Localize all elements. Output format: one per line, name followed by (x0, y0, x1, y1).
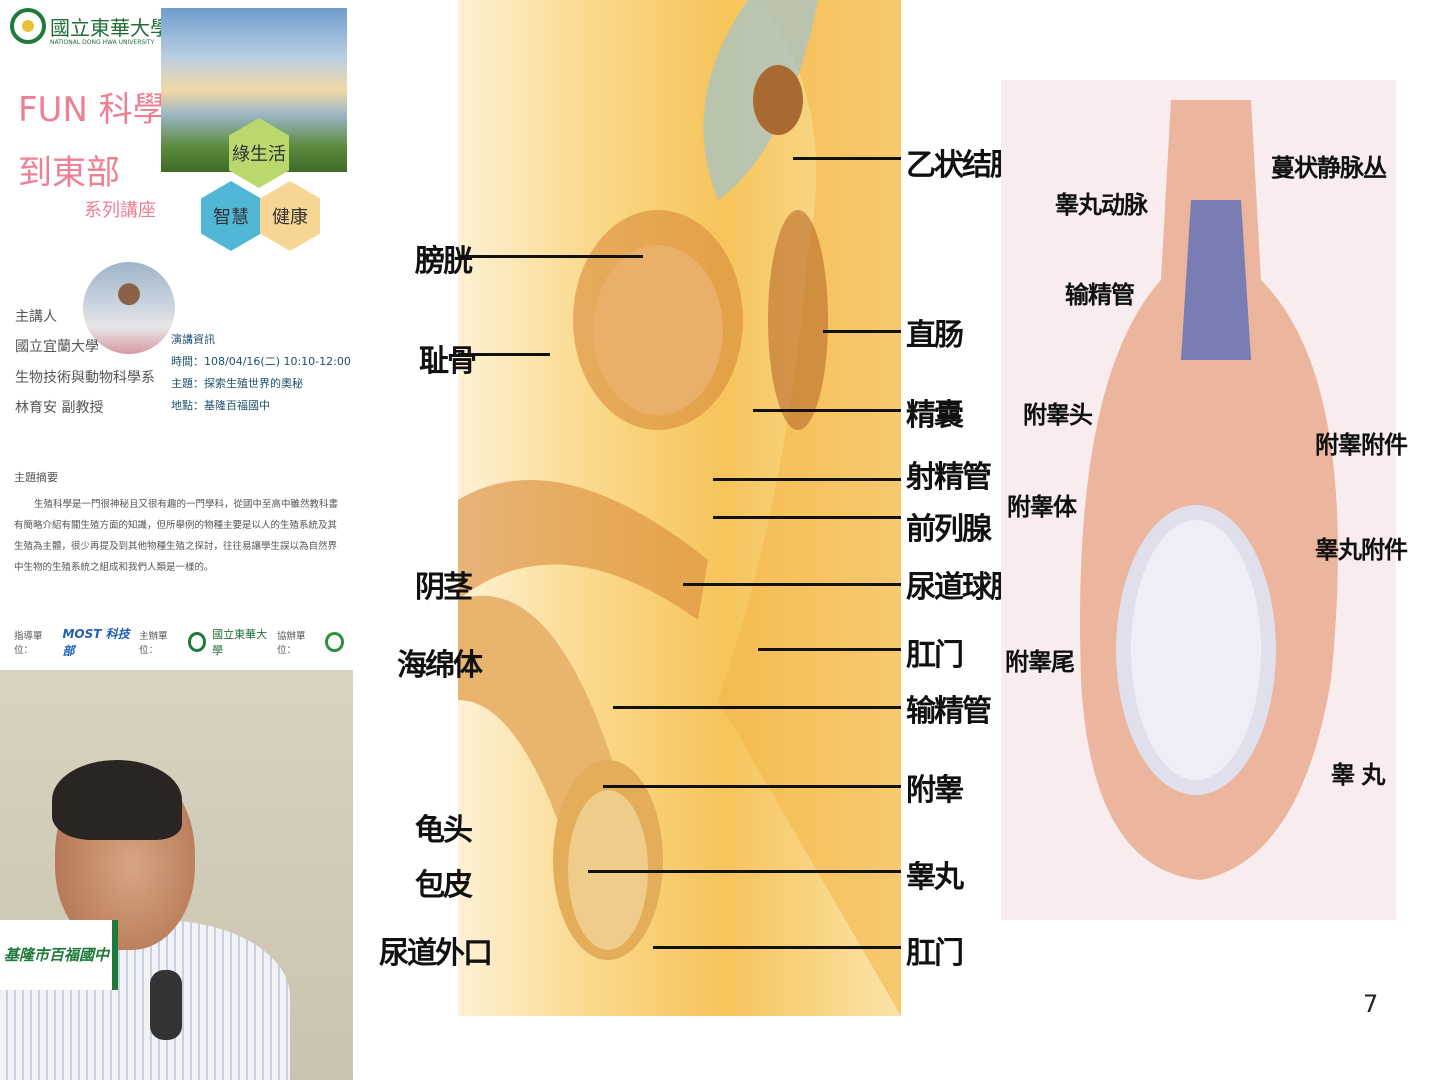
pointer-line (713, 478, 901, 481)
poster-title-line2: 到東部 (18, 153, 120, 193)
talk-topic: 主題：探索生殖世界的奧秘 (171, 377, 303, 390)
hexagon-wisdom: 智慧 (201, 181, 261, 251)
pointer-line (588, 870, 901, 873)
poster-title-line1: FUN 科學 (18, 90, 167, 130)
label-ejaculatory-duct: 射精管 (906, 460, 992, 495)
pointer-line (458, 255, 643, 258)
pointer-line (613, 706, 901, 709)
label-rectum: 直肠 (906, 318, 964, 353)
label-anus-2: 肛门 (906, 936, 964, 971)
pointer-line (823, 330, 901, 333)
label-testicular-artery: 睾丸动脉 (1055, 190, 1148, 219)
pointer-line (603, 785, 901, 788)
pointer-line (458, 353, 550, 356)
host-label: 主辦單位： (139, 631, 168, 656)
label-pubic-bone: 耻骨 (419, 344, 477, 379)
co-label: 協辦單位： (277, 631, 306, 656)
university-small-seal-logo (187, 632, 207, 652)
hexagon-health: 健康 (260, 181, 320, 251)
host-org: 國立東華大學 (212, 628, 268, 657)
speaker-hair (52, 760, 182, 840)
label-testis-2: 睾 丸 (1331, 760, 1385, 789)
anatomy-illustration (458, 0, 901, 1016)
speaker-name: 林育安 副教授 (15, 400, 104, 416)
pointer-line (793, 157, 901, 160)
testis-diagram (1001, 80, 1396, 920)
university-name: 國立東華大學 (50, 16, 170, 40)
label-appendix-testis: 睾丸附件 (1315, 535, 1408, 564)
label-epididymis-body: 附睾体 (1007, 492, 1077, 521)
hexagon-green-life: 綠生活 (229, 118, 289, 188)
label-seminal-vesicle: 精囊 (906, 398, 964, 433)
pointer-line (758, 648, 901, 651)
talk-location: 地點：基隆百福國中 (171, 399, 270, 412)
pointer-line (683, 583, 901, 586)
label-corpus-cavernosum: 海绵体 (397, 648, 483, 683)
testis-illustration (1080, 100, 1338, 880)
label-penis: 阴茎 (415, 570, 473, 605)
school-logo (325, 632, 344, 652)
male-reproductive-system-diagram (458, 0, 901, 1016)
label-prostate: 前列腺 (906, 512, 992, 547)
label-glans: 龟头 (415, 813, 473, 848)
speaker-department: 生物技術與動物科學系 (15, 370, 155, 386)
pointer-line (753, 409, 901, 412)
label-epididymis: 附睾 (906, 773, 964, 808)
talk-info-heading: 演講資訊 (171, 333, 215, 346)
pointer-line (653, 946, 901, 949)
label-vas-deferens: 输精管 (906, 694, 992, 729)
poster-subtitle: 系列講座 (84, 200, 156, 221)
most-logo: MOST 科技部 (62, 627, 130, 658)
guide-label: 指導單位： (14, 631, 43, 656)
speaker-heading: 主講人 (15, 309, 57, 325)
label-epididymis-head: 附睾头 (1023, 400, 1093, 429)
label-pampiniform-plexus: 蔓状静脉丛 (1271, 153, 1387, 182)
school-banner-text: 基隆市百福國中 (4, 946, 110, 964)
label-bladder: 膀胱 (415, 244, 473, 279)
lecture-poster: 國立東華大學 NATIONAL DONG HWA UNIVERSITY FUN … (0, 0, 352, 670)
label-anus: 肛门 (906, 638, 964, 673)
label-testis: 睾丸 (906, 860, 964, 895)
university-name-en: NATIONAL DONG HWA UNIVERSITY (50, 39, 155, 46)
label-appendix-epididymis: 附睾附件 (1315, 430, 1408, 459)
label-foreskin: 包皮 (415, 868, 473, 903)
pointer-line (713, 516, 901, 519)
label-epididymis-tail: 附睾尾 (1005, 647, 1075, 676)
speaker-avatar (83, 262, 175, 354)
school-banner: 基隆市百福國中 (0, 920, 118, 990)
university-seal-logo (10, 8, 46, 44)
slide-page-number: 7 (1363, 990, 1379, 1018)
talk-time: 時間：108/04/16(二) 10:10-12:00 (171, 355, 351, 368)
poster-footer: 指導單位： MOST 科技部 主辦單位： 國立東華大學 協辦單位： (14, 627, 344, 658)
speaker-school: 國立宜蘭大學 (15, 339, 99, 355)
label-vas-deferens-2: 输精管 (1065, 280, 1135, 309)
abstract-body: 生殖科學是一門很神秘且又很有趣的一門學科，從國中至高中雖然教科書有簡略介紹有關生… (14, 499, 339, 573)
label-urethral-opening: 尿道外口 (379, 936, 493, 971)
abstract-heading: 主題摘要 (14, 471, 58, 484)
microphone (150, 970, 182, 1040)
lecture-slide: 膀胱 耻骨 阴茎 海绵体 龟头 包皮 尿道外口 乙状结肠 直肠 精囊 射精管 前… (353, 0, 1440, 1080)
speaker-video: 基隆市百福國中 (0, 670, 353, 1080)
